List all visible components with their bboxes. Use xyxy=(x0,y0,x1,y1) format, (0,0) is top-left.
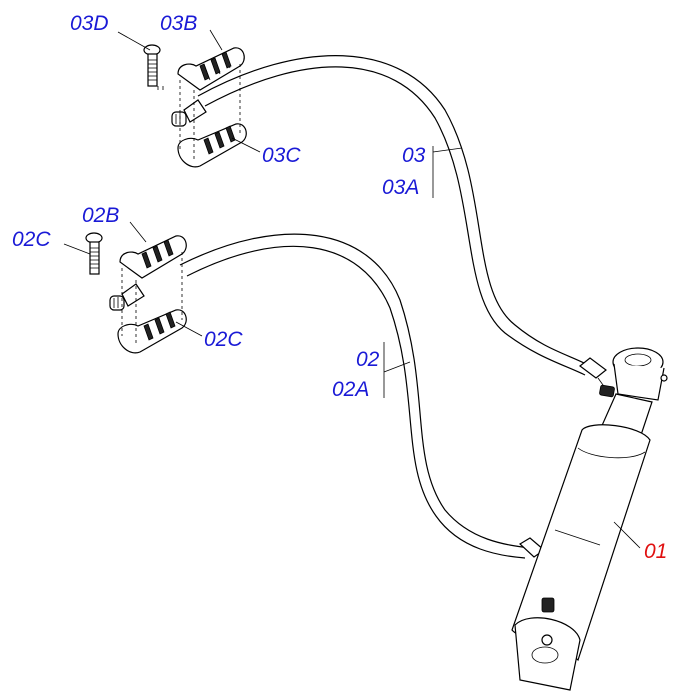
leader-03C xyxy=(231,137,261,153)
leader-02C-right xyxy=(175,321,203,337)
hydraulic-cylinder-01 xyxy=(511,347,668,691)
callout-02C-left: 02C xyxy=(12,228,51,251)
hose-03-ferrule xyxy=(579,357,607,379)
clamp-assembly-02 xyxy=(85,232,187,354)
leader-01 xyxy=(613,521,641,549)
callout-03C: 03C xyxy=(262,144,301,167)
clamp-half-03C xyxy=(177,123,247,168)
leader-02B xyxy=(129,221,147,243)
leader-02 xyxy=(383,342,411,398)
callout-02A: 02A xyxy=(332,378,369,401)
callout-03A: 03A xyxy=(382,176,419,199)
callout-02B: 02B xyxy=(82,204,119,227)
callout-03B: 03B xyxy=(160,12,197,35)
leader-03B xyxy=(209,29,223,51)
callout-03D: 03D xyxy=(70,12,109,35)
hose-03-fitting xyxy=(599,384,615,398)
leader-02C-left xyxy=(63,243,91,255)
hose-end-03 xyxy=(171,99,207,127)
callout-03: 03 xyxy=(402,144,426,167)
screw-03D xyxy=(143,44,161,87)
cylinder-base-clevis xyxy=(514,617,581,691)
clamp-half-02C xyxy=(117,309,187,354)
leader-lines xyxy=(63,29,641,549)
hose-end-02 xyxy=(109,283,145,311)
cylinder-port-lower xyxy=(541,597,555,613)
clamp-assembly-03 xyxy=(143,44,247,168)
leader-03D xyxy=(117,31,151,51)
clamp-half-03B xyxy=(177,47,245,91)
callout-02C-right: 02C xyxy=(204,328,243,351)
leader-03 xyxy=(432,146,463,198)
hose-03 xyxy=(197,55,615,398)
screw-02C xyxy=(85,232,103,275)
clamp-half-02B xyxy=(119,235,187,279)
callout-labels: 03D 03B 03C 03 03A 02B 02C 02C 02 02A 01 xyxy=(12,12,667,563)
callout-02: 02 xyxy=(356,348,380,371)
callout-01: 01 xyxy=(644,540,667,563)
hose-02 xyxy=(179,233,554,584)
